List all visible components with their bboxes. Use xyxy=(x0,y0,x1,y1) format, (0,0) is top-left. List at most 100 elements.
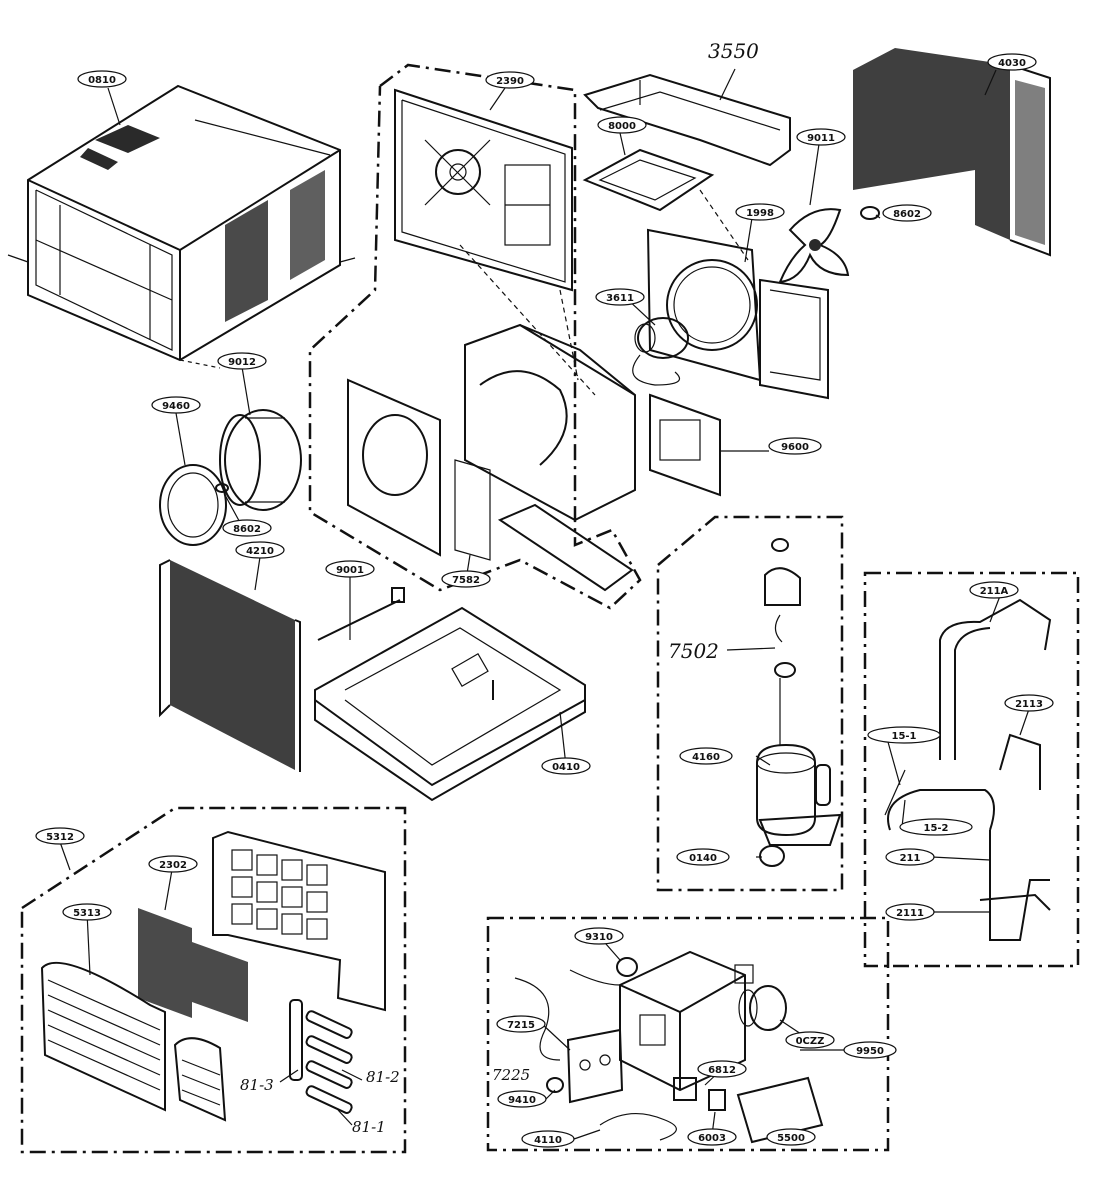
svg-text:5313: 5313 xyxy=(73,908,101,919)
part-label-6812: 6812 xyxy=(697,1060,747,1078)
evaporator-coil-drawing xyxy=(159,559,301,772)
fan-shroud-drawing xyxy=(646,189,880,400)
part-label-0140: 0140 xyxy=(676,848,730,866)
svg-text:2302: 2302 xyxy=(159,860,187,871)
svg-text:5312: 5312 xyxy=(46,832,74,843)
thermistor-drawing xyxy=(317,587,405,641)
svg-text:4160: 4160 xyxy=(692,752,720,763)
part-label-5312: 5312 xyxy=(35,827,85,845)
part-label-211A: 211A xyxy=(969,581,1019,599)
svg-text:0CZZ: 0CZZ xyxy=(796,1036,825,1047)
front-grille-drawing xyxy=(40,830,386,1126)
base-pan-drawing xyxy=(314,606,586,802)
control-box-drawing xyxy=(514,950,824,1144)
svg-text:7582: 7582 xyxy=(452,575,480,586)
part-label-2302: 2302 xyxy=(148,855,198,873)
svg-text:7215: 7215 xyxy=(507,1020,535,1031)
svg-text:2111: 2111 xyxy=(896,908,924,919)
compressor-drawing xyxy=(756,538,842,867)
svg-text:1998: 1998 xyxy=(746,208,774,219)
front-panel-drawing xyxy=(394,88,596,396)
part-label-9410: 9410 xyxy=(497,1090,547,1108)
svg-text:9012: 9012 xyxy=(228,357,256,368)
fan-motor-drawing xyxy=(632,317,689,386)
part-label-9012: 9012 xyxy=(217,352,267,370)
part-label-4160: 4160 xyxy=(679,747,733,765)
svg-text:8000: 8000 xyxy=(608,121,636,132)
mount-plate-drawing xyxy=(582,148,715,212)
svg-text:9001: 9001 xyxy=(336,565,364,576)
chassis-parts-drawing xyxy=(347,323,721,592)
part-label-2111: 2111 xyxy=(885,903,935,921)
handwritten-81-1: 81-1 xyxy=(352,1118,386,1136)
group-outline-control-box xyxy=(486,916,890,1152)
part-label-6003: 6003 xyxy=(687,1128,737,1146)
part-label-0CZZ: 0CZZ xyxy=(785,1031,835,1049)
part-label-2113: 2113 xyxy=(1004,694,1054,712)
part-label-8602-bottom: 8602 xyxy=(222,519,272,537)
handwritten-81-2: 81-2 xyxy=(366,1068,400,1086)
part-label-3611: 3611 xyxy=(595,288,645,306)
part-label-15-1: 15-1 xyxy=(867,726,941,744)
group-outline-compressor xyxy=(656,515,844,892)
part-label-211: 211 xyxy=(885,848,935,866)
part-label-8602-top: 8602 xyxy=(882,204,932,222)
svg-text:4110: 4110 xyxy=(534,1135,562,1146)
group-outline-chassis xyxy=(308,63,642,610)
piping-drawing xyxy=(884,598,1052,941)
svg-text:15-1: 15-1 xyxy=(891,731,916,742)
svg-text:9460: 9460 xyxy=(162,401,190,412)
group-outline-front-grille xyxy=(20,806,407,1154)
cabinet-drawing xyxy=(7,84,356,369)
svg-text:8602: 8602 xyxy=(893,209,921,220)
part-label-4030: 4030 xyxy=(987,53,1037,71)
part-label-5313: 5313 xyxy=(62,903,112,921)
part-label-4110: 4110 xyxy=(521,1130,575,1148)
part-label-5500: 5500 xyxy=(766,1128,816,1146)
part-label-0410: 0410 xyxy=(541,757,591,775)
part-label-7582: 7582 xyxy=(441,570,491,588)
part-label-9950: 9950 xyxy=(843,1041,897,1059)
part-label-0810: 0810 xyxy=(77,70,127,88)
svg-text:9600: 9600 xyxy=(781,442,809,453)
group-outline-piping xyxy=(863,571,1080,968)
handwritten-7502: 7502 xyxy=(668,639,719,663)
part-label-2390: 2390 xyxy=(485,71,535,89)
svg-text:3611: 3611 xyxy=(606,293,634,304)
part-label-1998: 1998 xyxy=(735,203,785,221)
svg-text:9011: 9011 xyxy=(807,133,835,144)
svg-text:211A: 211A xyxy=(980,586,1009,597)
svg-text:0140: 0140 xyxy=(689,853,717,864)
svg-text:4030: 4030 xyxy=(998,58,1026,69)
svg-text:2113: 2113 xyxy=(1015,699,1043,710)
part-label-9001: 9001 xyxy=(325,560,375,578)
part-labels: 0810 2390 8000 9011 4030 1998 8602 3611 … xyxy=(35,53,1054,1148)
svg-text:9410: 9410 xyxy=(508,1095,536,1106)
svg-text:4210: 4210 xyxy=(246,546,274,557)
svg-text:9950: 9950 xyxy=(856,1046,884,1057)
handwritten-7225: 7225 xyxy=(492,1066,530,1084)
part-label-4210: 4210 xyxy=(235,541,285,559)
air-guide-drawing xyxy=(583,73,791,167)
part-label-15-2: 15-2 xyxy=(899,818,973,836)
svg-text:6812: 6812 xyxy=(708,1065,736,1076)
condenser-coil-drawing xyxy=(853,48,1051,257)
svg-text:15-2: 15-2 xyxy=(923,823,948,834)
part-label-9310: 9310 xyxy=(574,927,624,945)
part-label-9600: 9600 xyxy=(768,437,822,455)
blower-drawing xyxy=(159,409,302,546)
part-label-8000: 8000 xyxy=(597,116,647,134)
svg-text:8602: 8602 xyxy=(233,524,261,535)
part-label-9011: 9011 xyxy=(796,128,846,146)
svg-text:0410: 0410 xyxy=(552,762,580,773)
handwritten-81-3: 81-3 xyxy=(240,1076,274,1094)
part-label-7215: 7215 xyxy=(496,1015,546,1033)
part-label-9460: 9460 xyxy=(151,396,201,414)
svg-text:211: 211 xyxy=(900,853,921,864)
svg-text:2390: 2390 xyxy=(496,76,524,87)
handwritten-annotations: 3550 7502 7225 81-3 81-2 81-1 xyxy=(240,39,759,1136)
svg-text:0810: 0810 xyxy=(88,75,116,86)
svg-text:6003: 6003 xyxy=(698,1133,726,1144)
svg-text:9310: 9310 xyxy=(585,932,613,943)
